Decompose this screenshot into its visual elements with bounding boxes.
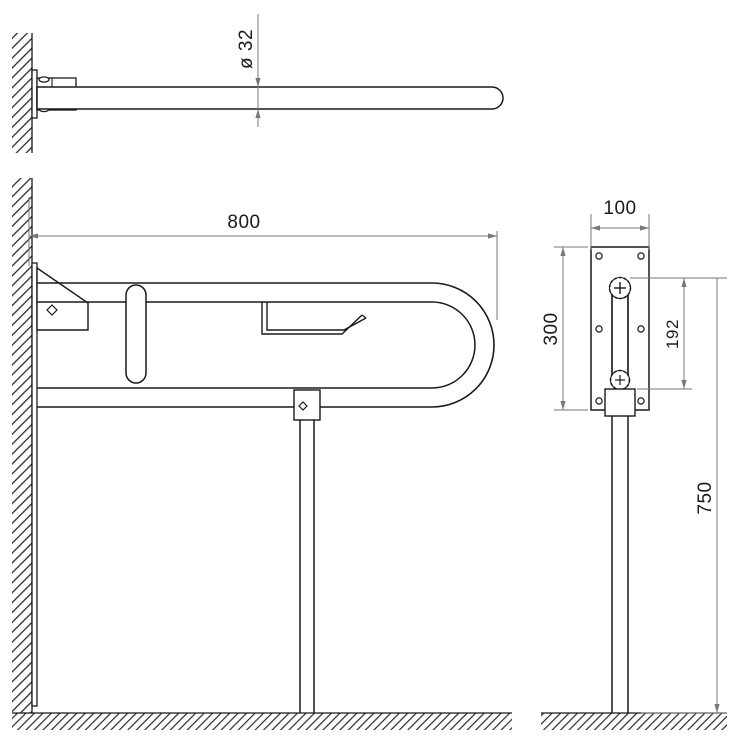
plate-hole [595, 252, 603, 260]
side-view: 100 300 192 750 [541, 198, 727, 730]
side-view-hinge-link [611, 289, 629, 383]
front-view-support-leg [293, 389, 321, 713]
diameter-label: ø 32 [236, 29, 257, 69]
front-view-wall-plate [31, 262, 38, 707]
plate-height-label: 300 [541, 312, 562, 345]
side-view-floor [541, 712, 727, 730]
length-label: 800 [227, 212, 260, 233]
leg-bolt-icon [298, 401, 308, 411]
length-dimension: 800 [28, 197, 498, 320]
floor-height-label: 750 [695, 481, 716, 514]
plate-width-label: 100 [603, 198, 636, 219]
plate-height-dimension: 300 [541, 246, 588, 411]
plate-hole [637, 397, 645, 405]
side-view-leg-collar [604, 388, 636, 417]
bolt-spacing-label: 192 [663, 319, 682, 349]
plate-width-dimension: 100 [590, 198, 650, 250]
bracket-bolt-icon [46, 304, 58, 316]
front-view-hinge-bracket [36, 266, 89, 331]
front-view-grab-bar [37, 282, 495, 408]
toilet-roll-holder [261, 302, 367, 335]
leg-collar [293, 389, 321, 421]
front-view-floor [12, 712, 512, 730]
side-view-support-leg [611, 416, 629, 713]
top-view-arm-tube [36, 86, 504, 110]
plate-hole [637, 252, 645, 260]
diameter-dimension: ø 32 [236, 14, 261, 127]
front-view: 800 [12, 178, 512, 730]
side-view-lower-pivot [609, 369, 631, 391]
side-view-upper-pivot [608, 276, 632, 300]
front-view-grip-sleeve [125, 284, 147, 384]
plate-hole [637, 325, 645, 333]
plate-hole [595, 397, 603, 405]
top-view-wall [12, 33, 33, 153]
top-view: ø 32 [12, 14, 504, 153]
plate-hole [595, 325, 603, 333]
floor-height-dimension: 750 [641, 277, 727, 714]
bolt-spacing-dimension: 192 [630, 277, 692, 390]
